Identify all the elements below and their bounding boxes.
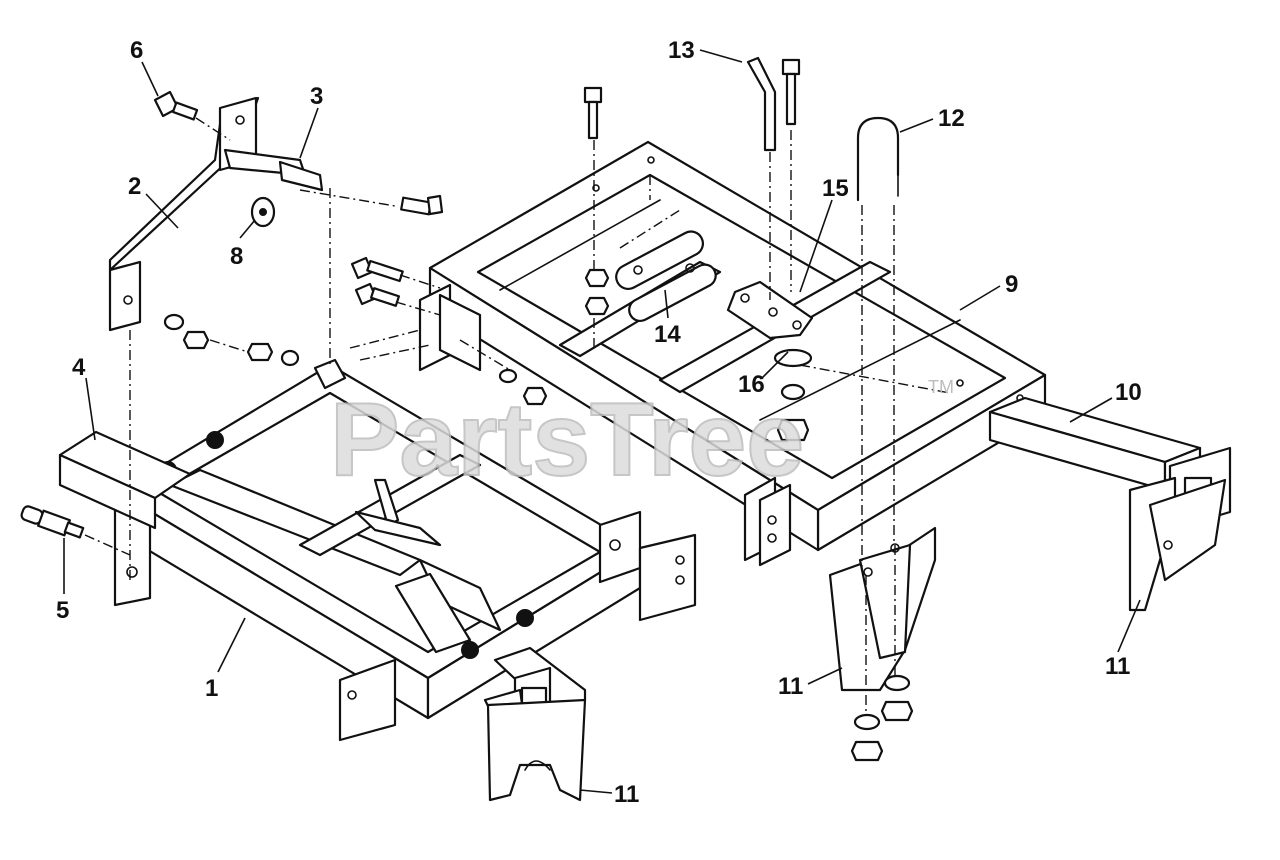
- callout-9: 9: [1005, 271, 1018, 298]
- callout-15: 15: [822, 175, 849, 202]
- support-leg-center: [828, 526, 937, 692]
- washers-nuts-left: [163, 313, 347, 390]
- frame-nuts: [498, 268, 610, 406]
- link-plates: [615, 230, 717, 323]
- callout-3: 3: [310, 83, 323, 110]
- callout-13: 13: [668, 37, 695, 64]
- callout-8: 8: [230, 243, 243, 270]
- leader-lines: [63, 49, 1141, 794]
- bolt-hardware-lower: [850, 674, 914, 762]
- callouts: 1 2 3 4 5 6 8 9 10 11 11 11 12 13 14 15 …: [56, 37, 1142, 808]
- support-strap: [223, 148, 324, 192]
- washer-nut-stack: [773, 348, 813, 442]
- callout-12: 12: [938, 105, 965, 132]
- support-leg-front: [483, 646, 587, 802]
- callout-5: 5: [56, 597, 69, 624]
- hex-bolt-top: [153, 90, 199, 121]
- carriage-bolt-pair: [583, 58, 801, 140]
- callout-11-center: 11: [778, 673, 803, 700]
- center-lever: [354, 478, 502, 654]
- callout-4: 4: [72, 354, 86, 381]
- front-tube: [58, 430, 192, 530]
- spacer-bushing: [250, 196, 276, 228]
- pivot-bracket: [726, 280, 814, 340]
- hex-bolts-side: [350, 194, 444, 307]
- callout-11-front: 11: [614, 781, 639, 808]
- callout-6: 6: [130, 37, 143, 64]
- watermark-trademark: TM: [928, 377, 954, 397]
- u-bolt: [856, 116, 900, 202]
- callout-1: 1: [205, 675, 218, 702]
- stud-bolt: [20, 505, 85, 539]
- callout-2: 2: [128, 173, 141, 200]
- callout-14: 14: [654, 321, 681, 348]
- callout-11-right: 11: [1105, 653, 1130, 680]
- mounting-plate: [108, 96, 260, 332]
- callout-10: 10: [1115, 379, 1142, 406]
- support-leg-right: [1128, 476, 1227, 612]
- pivot-pin: [746, 56, 777, 152]
- watermark: PartsTree: [330, 382, 804, 498]
- callout-16: 16: [738, 371, 765, 398]
- assembly-guides: [84, 117, 951, 715]
